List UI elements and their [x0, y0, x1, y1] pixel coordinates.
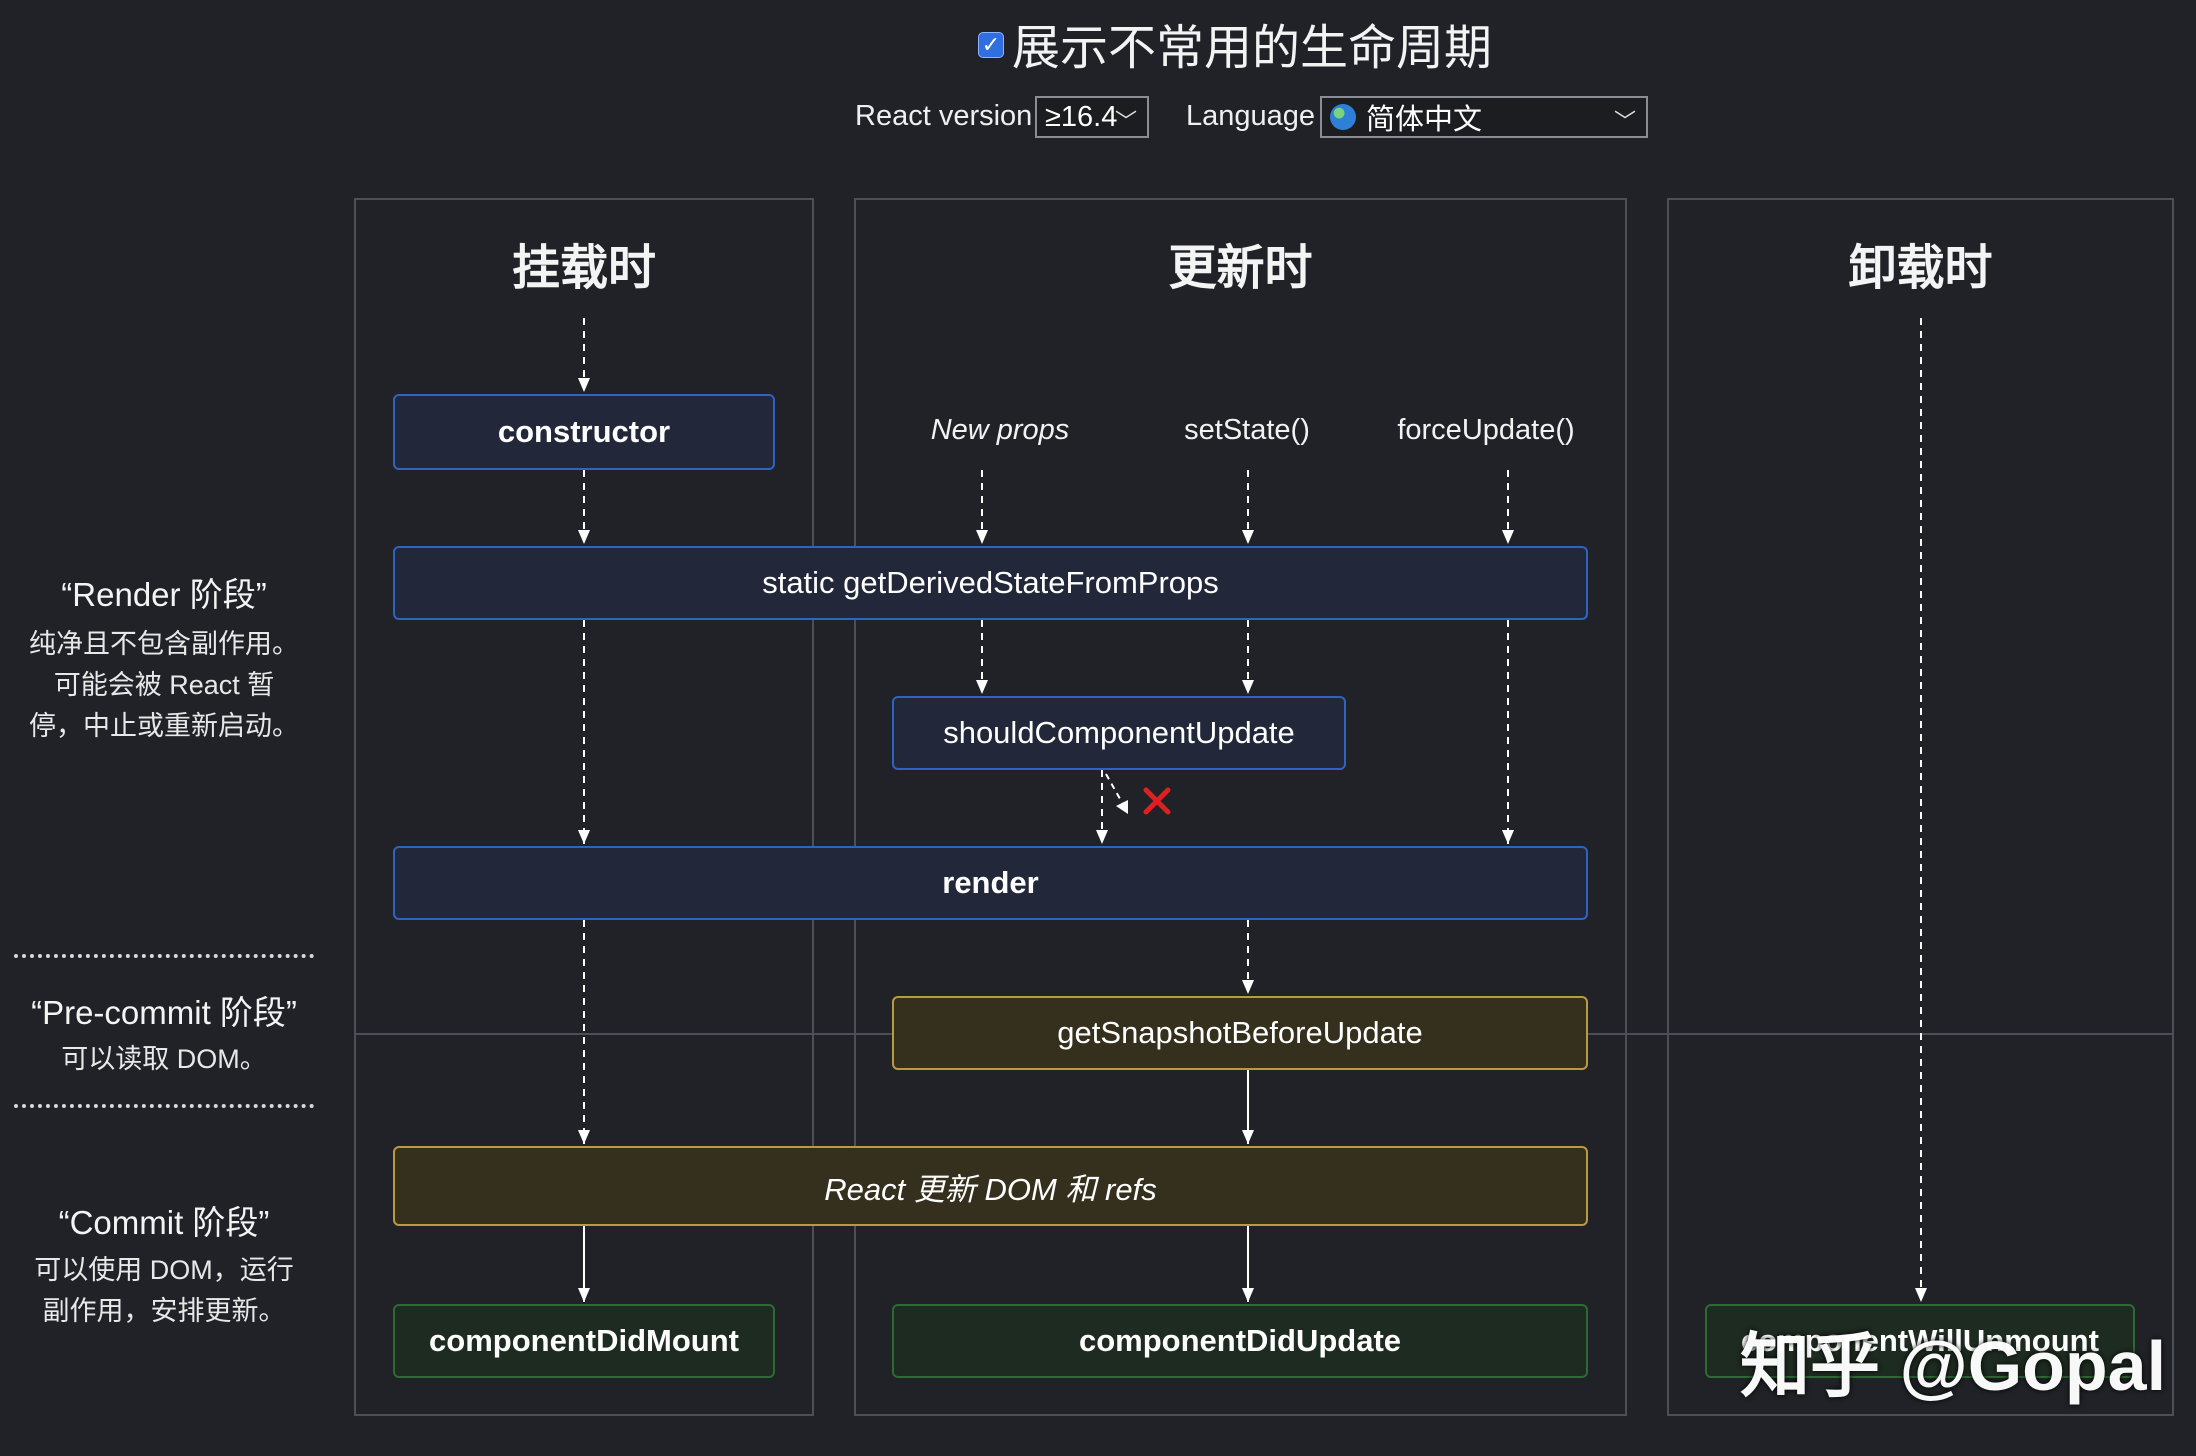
- component-will-unmount-box[interactable]: componentWillUnmount: [1705, 1304, 2135, 1378]
- react-version-select[interactable]: ≥16.4 ﹀: [1035, 96, 1149, 138]
- mount-column-title: 挂载时: [511, 242, 656, 295]
- render-box[interactable]: render: [393, 846, 1588, 920]
- commit-phase-desc: 可以使用 DOM，运行 副作用，安排更新。: [34, 1255, 294, 1326]
- watermark: 知乎 @Gopal: [1740, 1327, 2167, 1405]
- language-value: 简体中文: [1366, 104, 1483, 136]
- phase-divider-2: [14, 1104, 314, 1108]
- trigger-force-update: forceUpdate(): [1397, 414, 1575, 446]
- chevron-down-icon: ﹀: [1613, 109, 1636, 134]
- get-derived-state-box[interactable]: static getDerivedStateFromProps: [393, 546, 1588, 620]
- precommit-phase-title: “Pre-commit 阶段”: [31, 994, 297, 1031]
- page-title: 展示不常用的生命周期: [1012, 22, 1493, 75]
- phase-divider-1: [14, 954, 314, 958]
- component-did-mount-box[interactable]: componentDidMount: [393, 1304, 775, 1378]
- trigger-set-state: setState(): [1184, 414, 1310, 446]
- component-did-update-box[interactable]: componentDidUpdate: [892, 1304, 1588, 1378]
- cancel-x-icon: [1143, 787, 1171, 815]
- constructor-box[interactable]: constructor: [393, 394, 775, 470]
- react-version-value: ≥16.4: [1045, 100, 1118, 133]
- react-updates-dom-box[interactable]: React 更新 DOM 和 refs: [393, 1146, 1588, 1226]
- should-component-update-box[interactable]: shouldComponentUpdate: [892, 696, 1346, 770]
- react-version-label: React version: [855, 100, 1033, 132]
- trigger-new-props: New props: [930, 414, 1070, 446]
- language-label: Language: [1186, 100, 1316, 132]
- show-uncommon-checkbox[interactable]: ✓: [978, 32, 1004, 58]
- render-phase-desc: 纯净且不包含副作用。 可能会被 React 暂 停，中止或重新启动。: [29, 629, 299, 741]
- globe-icon: [1330, 104, 1356, 130]
- unmount-column-title: 卸载时: [1848, 242, 1993, 295]
- language-select[interactable]: 简体中文 ﹀: [1320, 96, 1648, 138]
- render-phase-title: “Render 阶段”: [61, 576, 267, 613]
- update-column-title: 更新时: [1168, 242, 1313, 295]
- precommit-phase-desc: 可以读取 DOM。: [61, 1044, 267, 1074]
- commit-phase-title: “Commit 阶段”: [58, 1204, 270, 1241]
- get-snapshot-box[interactable]: getSnapshotBeforeUpdate: [892, 996, 1588, 1070]
- chevron-down-icon: ﹀: [1114, 109, 1137, 134]
